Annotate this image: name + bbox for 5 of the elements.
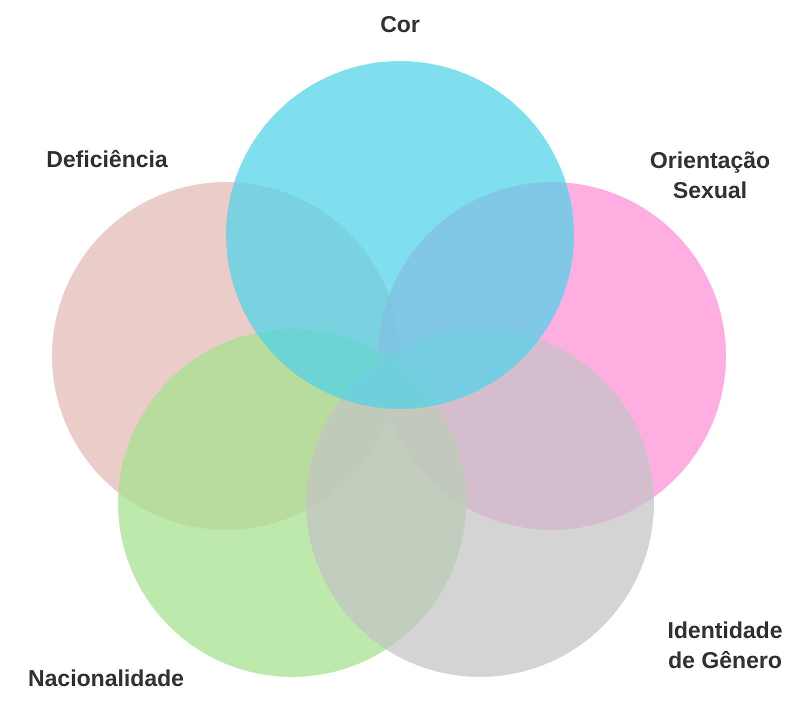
circle-label: Cor <box>379 10 421 39</box>
circle-label: Identidade de Gênero <box>666 616 784 675</box>
circle-label: Deficiência <box>45 145 169 174</box>
circle-label: Nacionalidade <box>27 664 185 693</box>
circle-label: Orientação Sexual <box>648 146 772 205</box>
